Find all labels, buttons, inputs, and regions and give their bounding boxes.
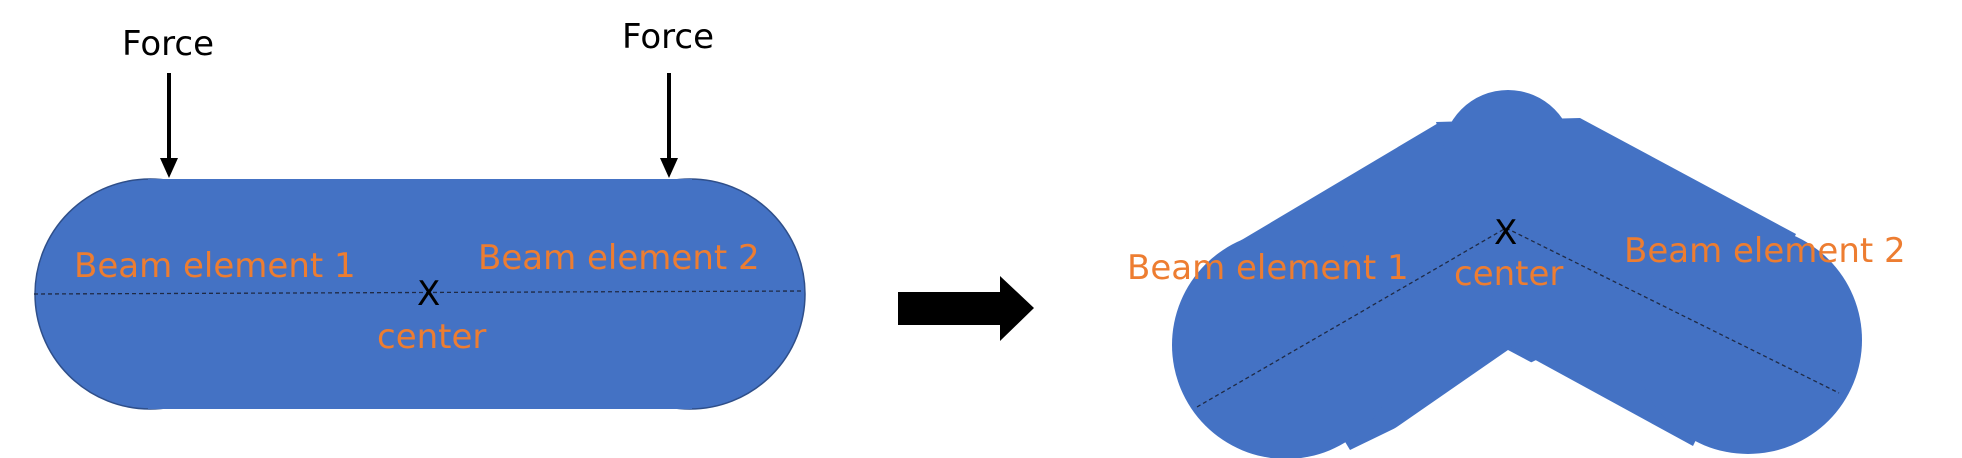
- straight-beam-centerline: [33, 290, 805, 295]
- force-label-right: Force: [622, 17, 714, 57]
- bent-beam-notch: [1352, 350, 1700, 458]
- beam-element-1-label-right: Beam element 1: [1127, 248, 1409, 288]
- center-label-right: center: [1454, 254, 1563, 294]
- bent-beam-centerline-1: [1196, 227, 1507, 408]
- force-arrow-left: [160, 73, 178, 178]
- center-mark-left: X: [417, 274, 440, 314]
- straight-beam-group: Force Force Beam element 1 Beam element …: [33, 17, 806, 410]
- transition-arrow-icon: [898, 276, 1034, 341]
- bent-beam-left-cap: [1172, 231, 1400, 458]
- straight-beam-body: [148, 179, 692, 409]
- center-mark-right: X: [1494, 213, 1517, 253]
- center-label-left: center: [377, 317, 486, 357]
- beam-element-2-label-left: Beam element 2: [478, 238, 760, 278]
- bent-beam-centerline-2: [1505, 227, 1840, 394]
- beam-element-2-label-right: Beam element 2: [1624, 231, 1906, 271]
- force-label-left: Force: [122, 24, 214, 64]
- bent-beam-group: Beam element 1 Beam element 2 X center: [1127, 90, 1906, 458]
- force-arrow-right: [660, 73, 678, 178]
- bent-beam-right-cap: [1634, 226, 1862, 454]
- beam-element-1-label-left: Beam element 1: [74, 246, 356, 286]
